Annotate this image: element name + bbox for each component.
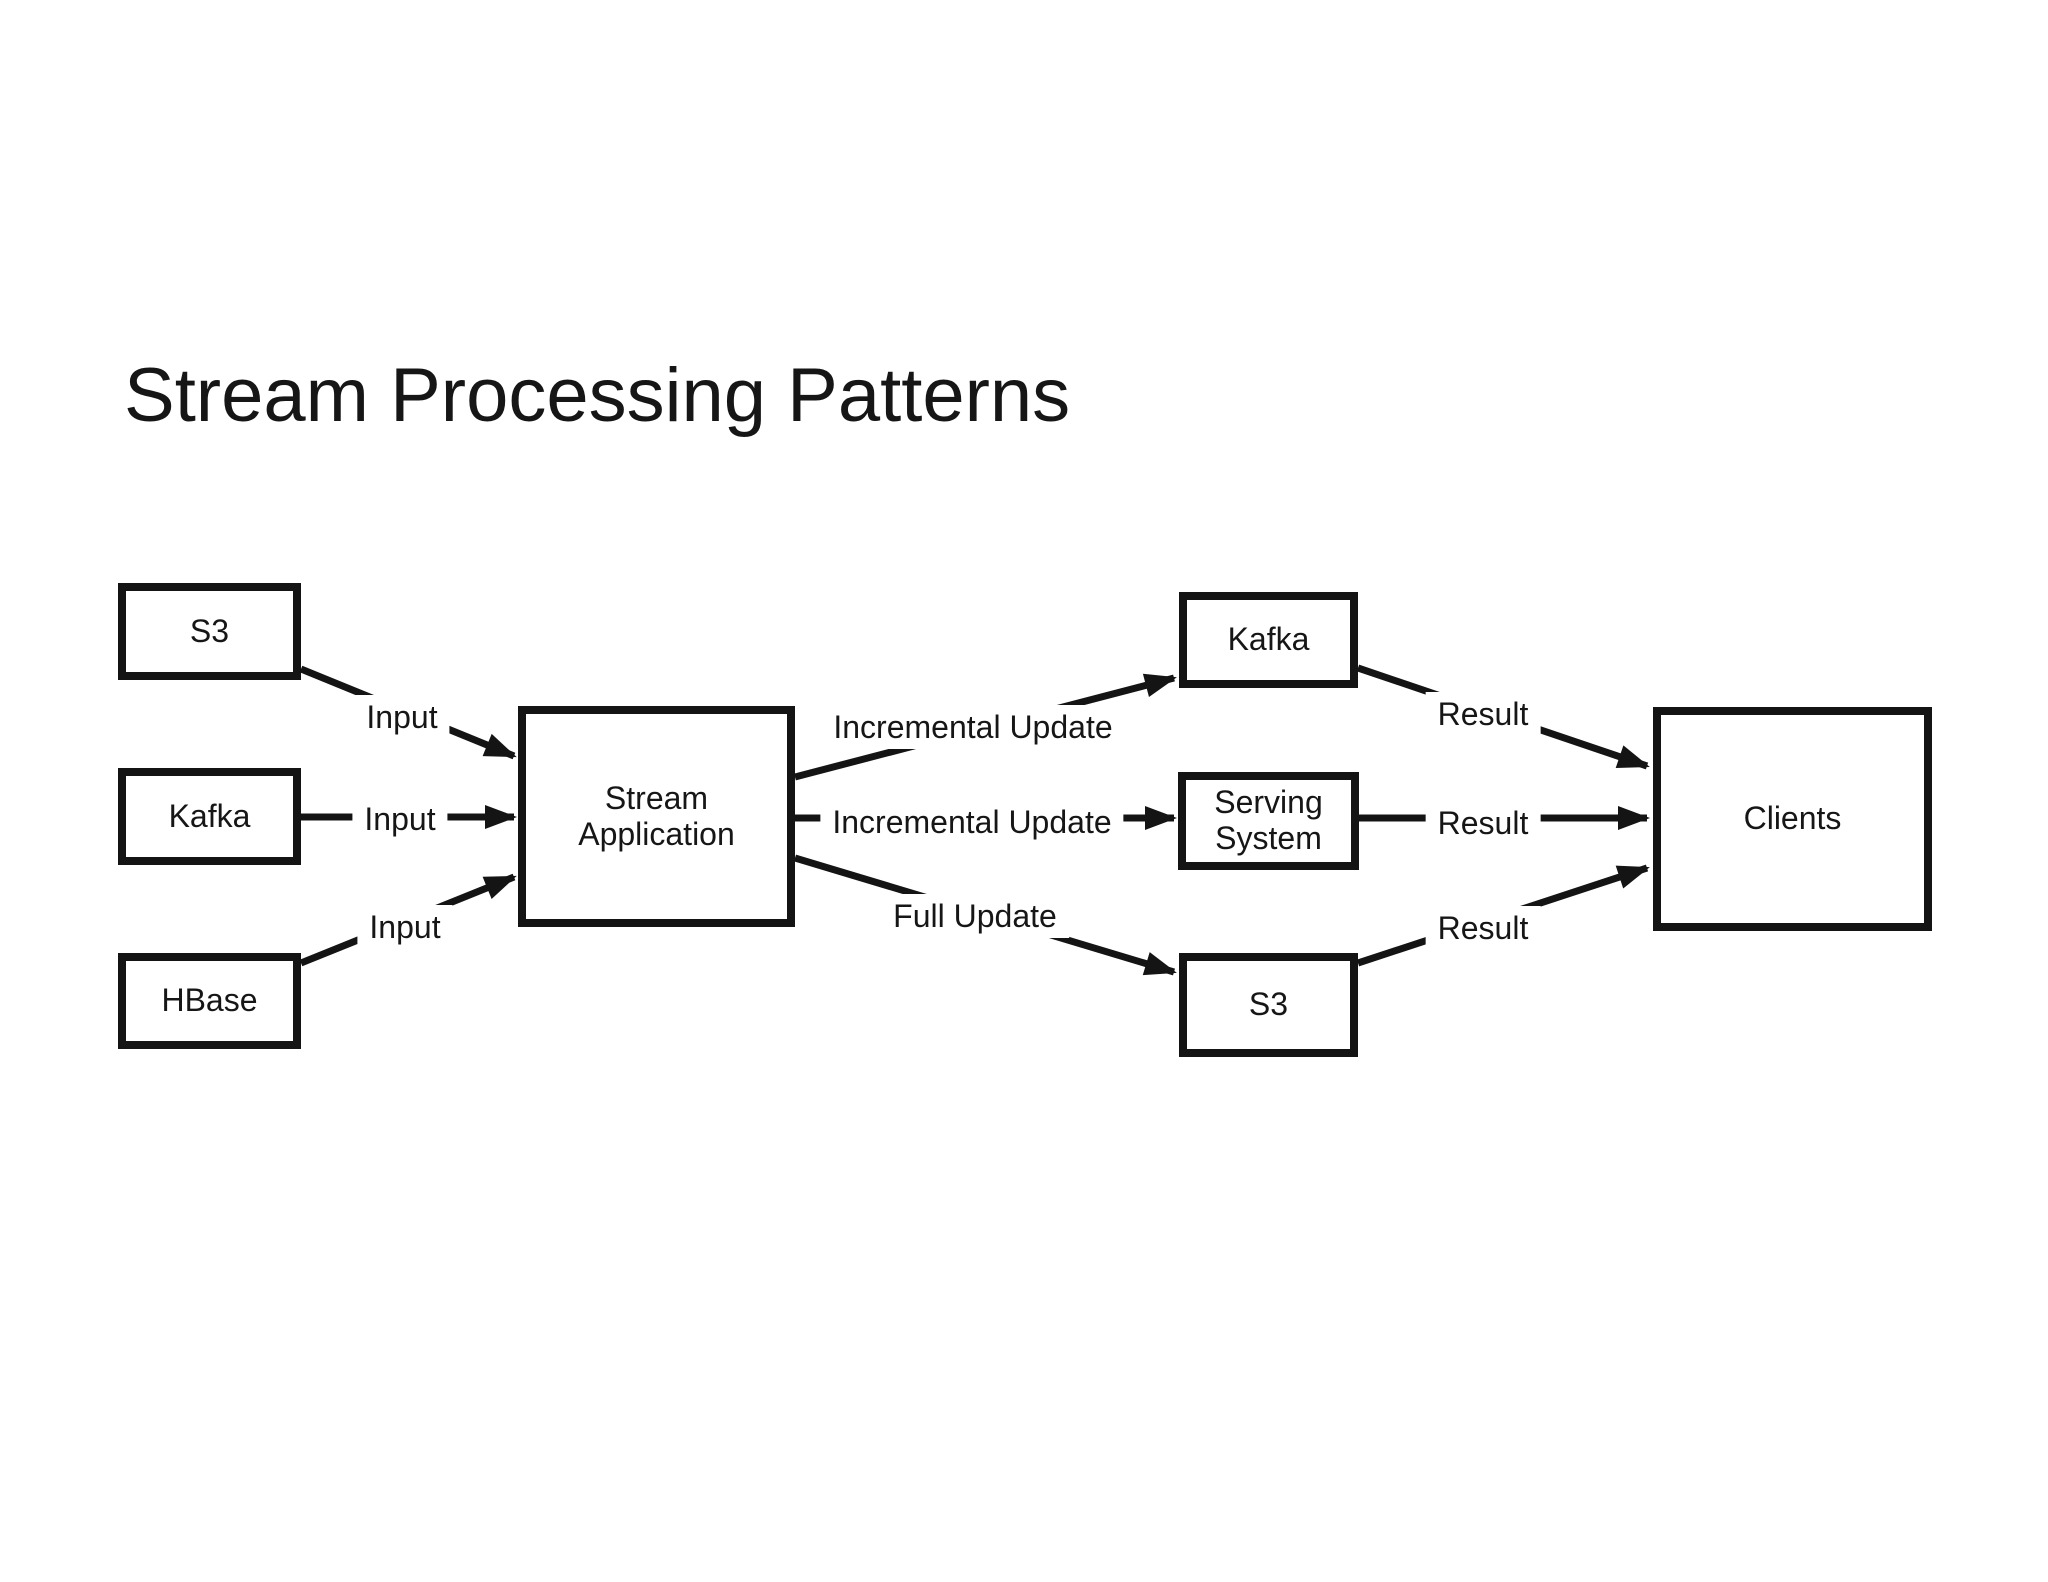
edge-label-result-kafka: Result bbox=[1425, 692, 1541, 736]
edge-label-input-kafka: Input bbox=[352, 797, 448, 841]
node-label: S3 bbox=[1248, 986, 1289, 1023]
node-label: Serving System bbox=[1214, 784, 1323, 856]
node-label: Stream Application bbox=[578, 779, 735, 852]
edge-label-incremental-update-kafka: Incremental Update bbox=[821, 705, 1125, 749]
node-s3-sink: S3 bbox=[1179, 953, 1358, 1057]
edge-label-result-serving: Result bbox=[1425, 801, 1541, 845]
node-label: Clients bbox=[1743, 800, 1842, 837]
edge-label-incremental-update-serving: Incremental Update bbox=[820, 800, 1124, 844]
node-label: Kafka bbox=[1227, 621, 1310, 658]
slide-title: Stream Processing Patterns bbox=[124, 353, 1071, 438]
node-kafka-source: Kafka bbox=[118, 768, 301, 865]
edge-label-full-update: Full Update bbox=[881, 894, 1069, 938]
node-kafka-sink: Kafka bbox=[1179, 592, 1358, 688]
node-serving-system: Serving System bbox=[1178, 772, 1359, 870]
edge-label-input-hbase: Input bbox=[357, 905, 453, 949]
node-clients: Clients bbox=[1653, 707, 1932, 931]
node-hbase-source: HBase bbox=[118, 953, 301, 1049]
edge-label-input-s3: Input bbox=[354, 695, 450, 739]
node-label: S3 bbox=[189, 612, 230, 649]
node-stream-application: Stream Application bbox=[518, 706, 795, 927]
node-s3-source: S3 bbox=[118, 583, 301, 680]
edge-label-result-s3: Result bbox=[1425, 906, 1541, 950]
node-label: HBase bbox=[161, 982, 258, 1019]
node-label: Kafka bbox=[168, 797, 251, 834]
